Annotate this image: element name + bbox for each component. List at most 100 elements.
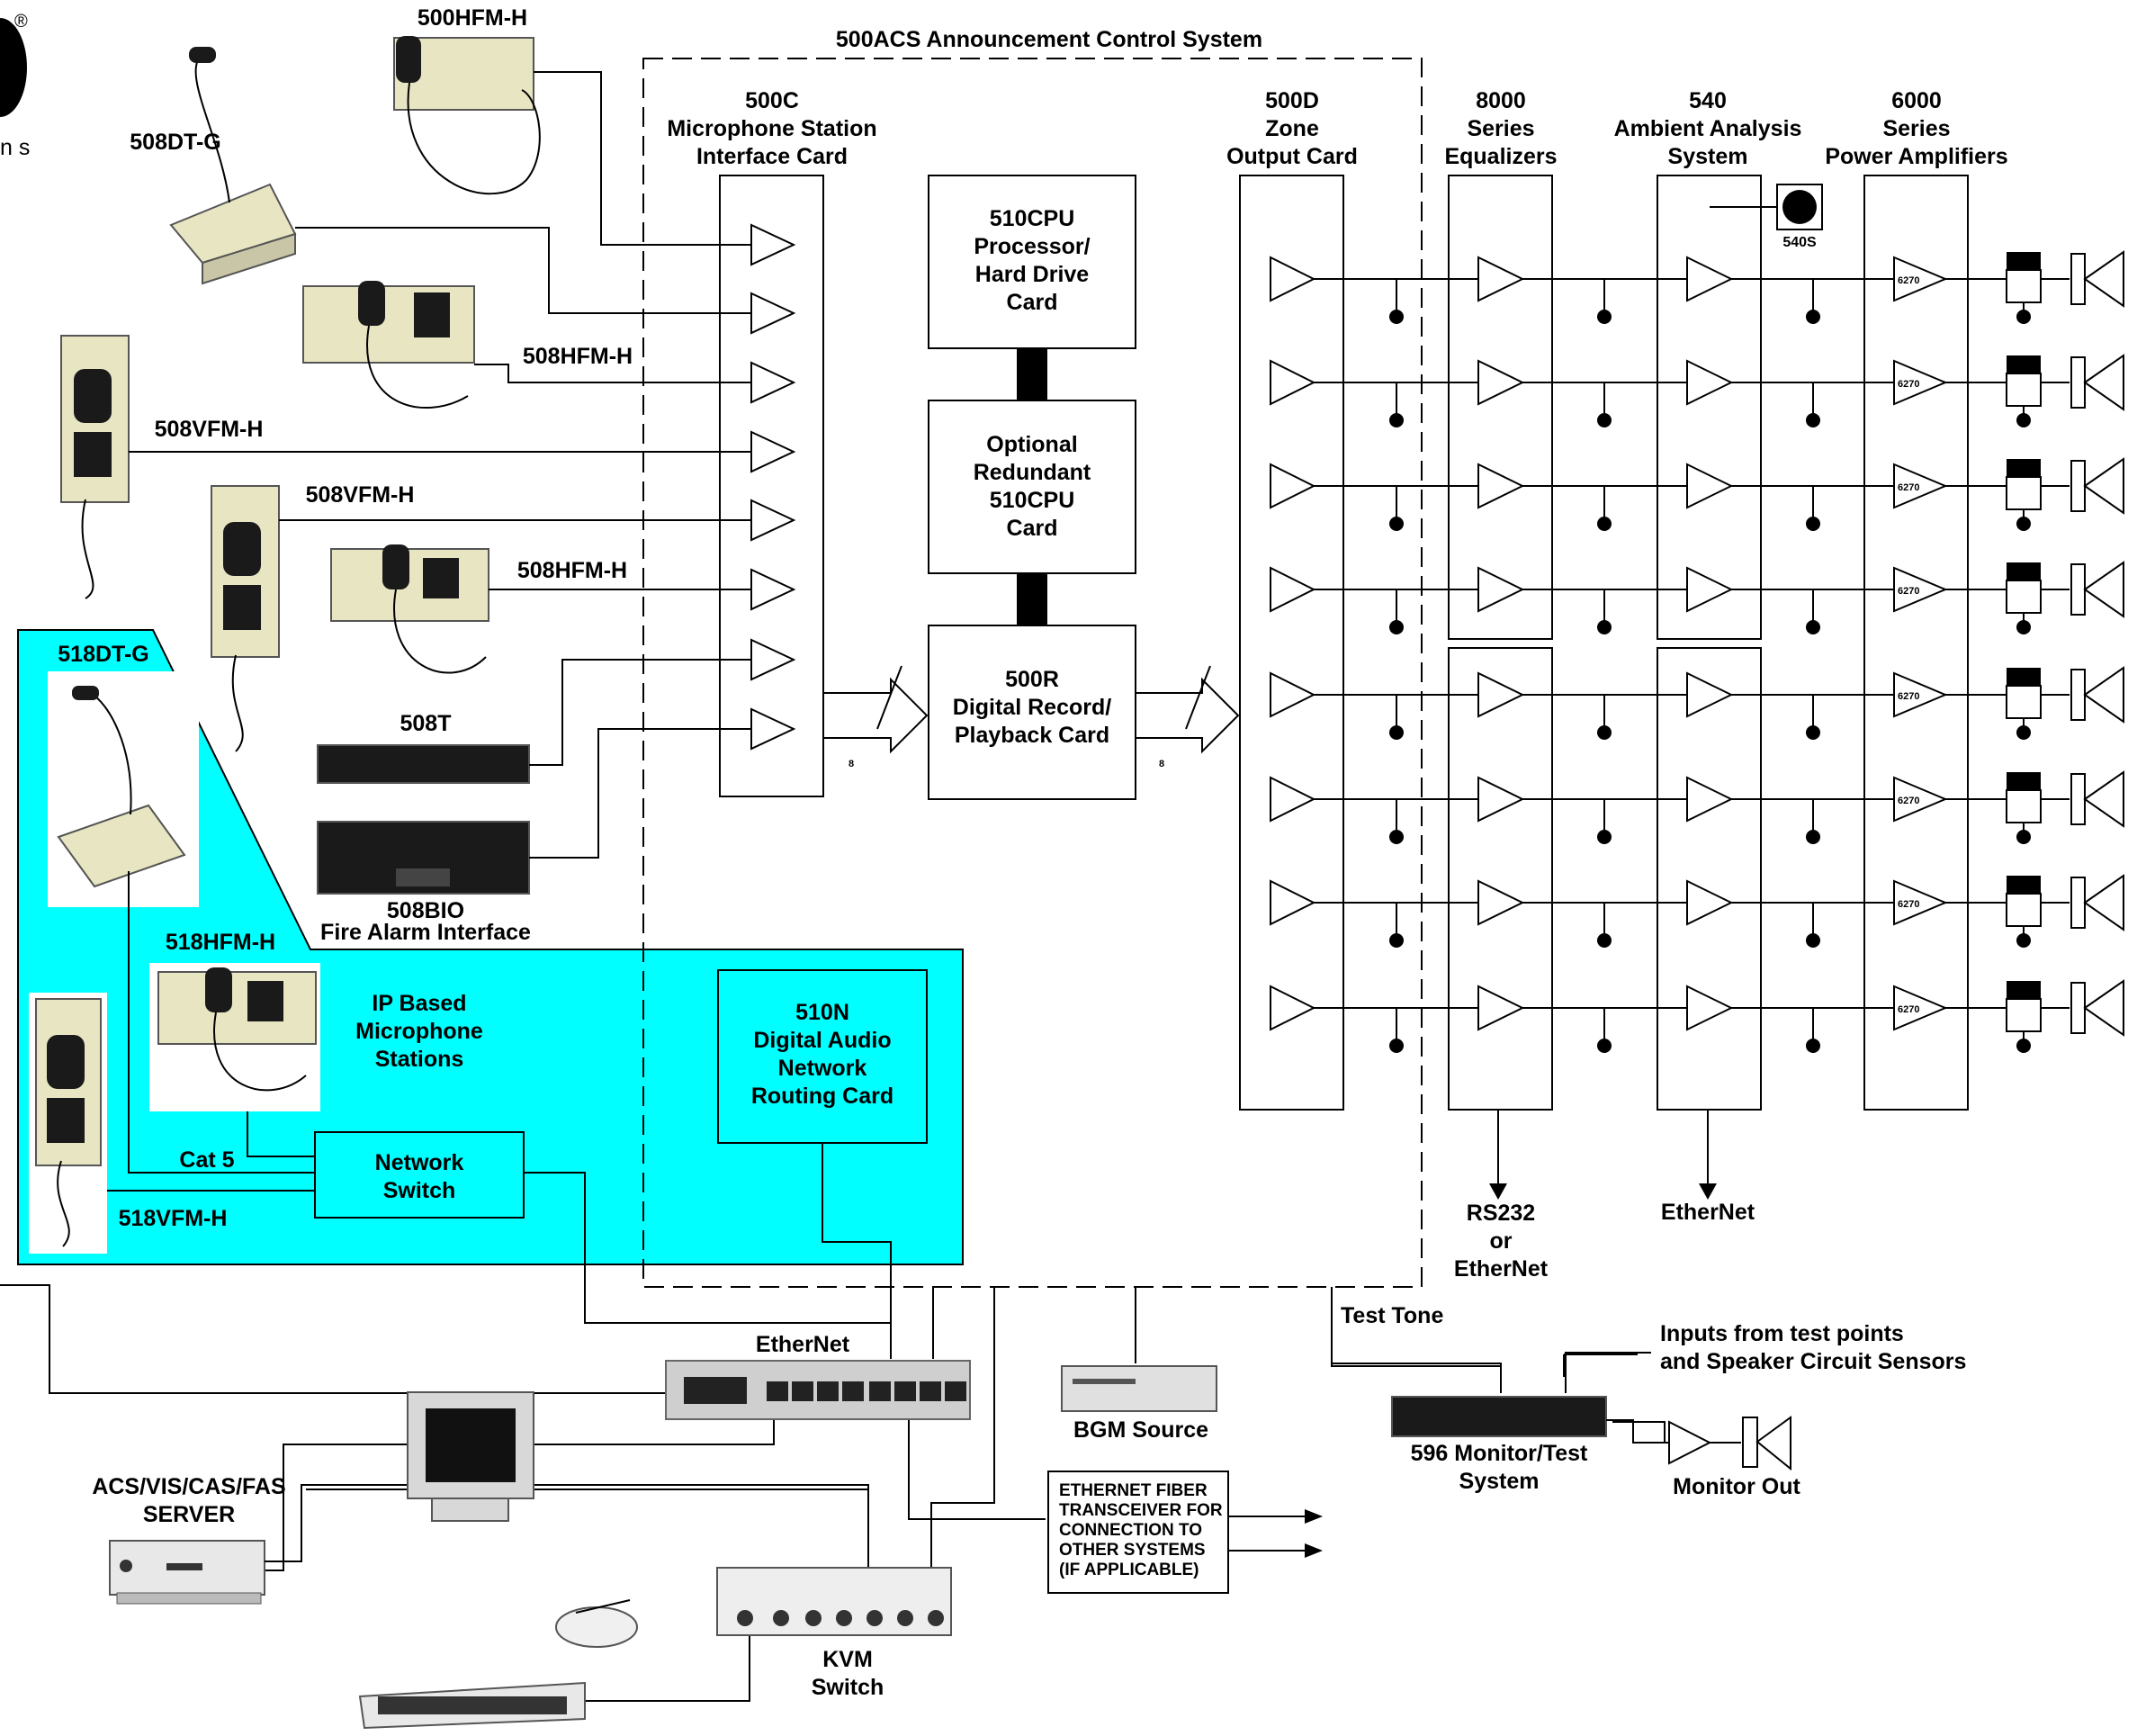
svg-text:Fire Alarm Interface: Fire Alarm Interface — [320, 920, 531, 945]
kvm-label: KVM Switch — [812, 1647, 884, 1700]
ethernet-output-label: EtherNet — [1661, 1200, 1755, 1225]
test-point-dot — [1806, 517, 1820, 531]
svg-text:Playback Card: Playback Card — [955, 723, 1109, 748]
zone-output-amp — [1270, 566, 1316, 613]
test-tone-wire — [1331, 1287, 1502, 1393]
network-switch-label: Network Switch — [375, 1150, 464, 1203]
sensor-inputs-wire — [1565, 1352, 1651, 1393]
svg-text:540: 540 — [1689, 88, 1727, 113]
power-amp-model: 6270 — [1898, 586, 1919, 597]
arrow-ethernet — [1699, 1183, 1717, 1200]
svg-text:Series: Series — [1882, 116, 1950, 141]
test-tone-label: Test Tone — [1341, 1303, 1443, 1328]
circuit-sensor-head — [2007, 459, 2041, 477]
svg-text:500C: 500C — [745, 88, 799, 113]
card-500d — [1239, 175, 1344, 1111]
circuit-sensor — [2006, 580, 2042, 614]
ethernet-hub-label: EtherNet — [756, 1332, 850, 1357]
svg-text:OTHER SYSTEMS: OTHER SYSTEMS — [1059, 1541, 1206, 1560]
speaker-icon — [2070, 773, 2086, 825]
header-8000: 8000 Series Equalizers — [1444, 88, 1557, 169]
test-point-dot — [1597, 413, 1612, 427]
svg-text:508HFM-H: 508HFM-H — [523, 344, 633, 369]
svg-text:Card: Card — [1007, 290, 1058, 315]
cpu-connector-2 — [1017, 573, 1047, 625]
device-508bio: 508BIO Fire Alarm Interface — [317, 821, 531, 945]
fiber-arrow-1 — [1305, 1509, 1323, 1524]
svg-text:Ambient Analysis: Ambient Analysis — [1614, 116, 1802, 141]
svg-text:System: System — [1459, 1469, 1540, 1494]
svg-text:510N: 510N — [795, 1000, 849, 1025]
card-500r — [928, 625, 1136, 800]
svg-text:Power Amplifiers: Power Amplifiers — [1825, 144, 2007, 169]
svg-text:Hard Drive: Hard Drive — [975, 262, 1090, 287]
server-wire — [265, 1484, 869, 1568]
sensor-dot — [2016, 830, 2031, 844]
svg-text:Redundant: Redundant — [974, 460, 1091, 485]
svg-text:SERVER: SERVER — [143, 1502, 235, 1527]
card-500r-label: 500R Digital Record/ Playback Card — [953, 667, 1111, 748]
bus-arrow-output — [1135, 677, 1240, 754]
circuit-sensor-head — [2007, 562, 2041, 580]
device-508vfm-h-left: 508VFM-H — [60, 335, 263, 599]
svg-text:CONNECTION TO: CONNECTION TO — [1059, 1521, 1202, 1540]
svg-text:Stations: Stations — [375, 1047, 464, 1072]
logo-mark — [0, 18, 27, 117]
card-510n-label: 510N Digital Audio Network Routing Card — [751, 1000, 893, 1109]
header-500d: 500D Zone Output Card — [1226, 88, 1358, 169]
test-point-dot — [1597, 933, 1612, 948]
circuit-sensor — [2006, 476, 2042, 510]
circuit-sensor-head — [2007, 981, 2041, 999]
logo-text-fragment: n s — [0, 135, 30, 160]
speaker-icon — [2070, 982, 2086, 1034]
power-amp-model: 6270 — [1898, 275, 1919, 286]
svg-text:Equalizers: Equalizers — [1444, 144, 1557, 169]
svg-text:508T: 508T — [400, 711, 452, 736]
circuit-sensor-head — [2007, 355, 2041, 373]
monitor-out-wire — [1606, 1419, 1669, 1444]
circuit-sensor — [2006, 269, 2042, 303]
mouse-icon — [555, 1599, 638, 1648]
device-508vfm-h-right: 508VFM-H — [211, 482, 414, 752]
zone-row-2: 6270 — [1270, 354, 2124, 427]
svg-text:Digital Record/: Digital Record/ — [953, 695, 1111, 720]
server-device — [109, 1540, 265, 1605]
system-title: 500ACS Announcement Control System — [836, 27, 1262, 52]
svg-text:ETHERNET FIBER: ETHERNET FIBER — [1059, 1481, 1208, 1500]
svg-text:TRANSCEIVER FOR: TRANSCEIVER FOR — [1059, 1501, 1223, 1520]
monitor-speaker-icon — [1742, 1416, 1791, 1471]
device-508dt-g: 508DT-G — [130, 47, 297, 285]
test-inputs-label: Inputs from test points and Speaker Circ… — [1660, 1321, 1966, 1374]
svg-text:508HFM-H: 508HFM-H — [517, 558, 627, 583]
svg-text:or: or — [1490, 1228, 1513, 1254]
power-amp — [1893, 256, 1948, 302]
ambient-box-lower — [1657, 647, 1762, 1111]
test-point-dot — [1806, 830, 1820, 844]
header-500c: 500C Microphone Station Interface Card — [667, 88, 876, 169]
speaker-cone-icon — [2083, 354, 2124, 411]
card-500c — [719, 175, 824, 797]
test-point-dot — [1806, 413, 1820, 427]
monitor-amp-icon — [1668, 1420, 1712, 1465]
zone-output-amp — [1270, 879, 1316, 926]
bgm-device — [1061, 1365, 1217, 1412]
test-point-dot — [1806, 933, 1820, 948]
bgm-slot — [1073, 1379, 1136, 1384]
bus-count-1: 8 — [849, 759, 854, 769]
monitor-out-label: Monitor Out — [1673, 1474, 1800, 1499]
test-point-dot — [1597, 517, 1612, 531]
svg-text:System: System — [1668, 144, 1748, 169]
svg-text:Network: Network — [778, 1056, 867, 1081]
power-amp — [1893, 671, 1948, 718]
test-point-dot — [1389, 413, 1404, 427]
test-point-dot — [1597, 830, 1612, 844]
svg-text:Microphone Station: Microphone Station — [667, 116, 876, 141]
zone-output-amp — [1270, 776, 1316, 823]
svg-text:KVM: KVM — [822, 1647, 873, 1672]
power-amp — [1893, 985, 1948, 1031]
speaker-icon — [2070, 563, 2086, 616]
svg-text:510CPU: 510CPU — [990, 206, 1075, 231]
svg-text:and Speaker Circuit Sensors: and Speaker Circuit Sensors — [1660, 1349, 1966, 1374]
test-point-dot — [1389, 830, 1404, 844]
